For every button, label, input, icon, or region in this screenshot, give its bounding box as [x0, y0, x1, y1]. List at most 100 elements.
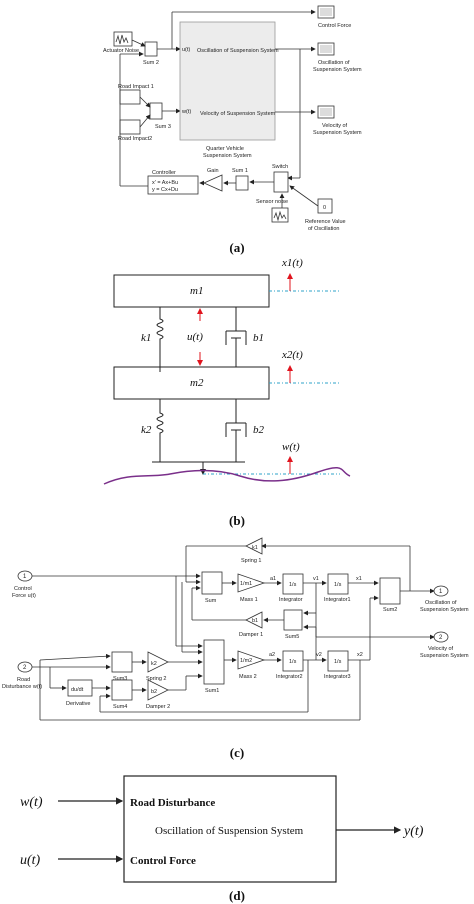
gain-block	[203, 174, 223, 192]
control-force-label: Control Force	[130, 855, 196, 867]
damper1-gain	[245, 611, 263, 629]
spring2-label: Spring 2	[146, 676, 167, 682]
caption-d: (d)	[229, 888, 245, 903]
b1-label: b1	[253, 332, 264, 344]
integrator2-label: Integrator2	[276, 674, 303, 680]
inport-2-label-1: Road	[17, 677, 30, 683]
sum2-label: Sum2	[383, 607, 397, 613]
integrator2-block	[282, 650, 304, 672]
inport-1-label-1: Control	[14, 586, 32, 592]
damper2-b2: b2	[151, 689, 157, 695]
damper-b1	[225, 307, 247, 367]
panel-a-simulink-model	[113, 5, 335, 223]
inport-2-number: 2	[23, 665, 27, 671]
damper-b2	[225, 399, 247, 462]
m1-label: m1	[190, 285, 203, 297]
x1-signal-label: x1	[356, 576, 362, 582]
sum2-block	[379, 577, 401, 605]
mass1-label: Mass 1	[240, 597, 258, 603]
mass2-gain	[237, 650, 266, 670]
w-label: w(t)	[282, 441, 300, 453]
quarter-vehicle-subsystem	[179, 21, 276, 141]
sum2-block	[144, 41, 158, 57]
integrator1-symbol: 1/s	[334, 582, 342, 588]
panel-d-io-block	[58, 775, 402, 883]
damper1-label: Damper 1	[239, 632, 263, 638]
sum-label: Sum	[205, 598, 217, 604]
velocity-scope-label-2: Suspension System	[313, 130, 362, 136]
sum3-label: Sum 3	[155, 124, 171, 130]
outport-1-oscillation	[433, 585, 449, 597]
road-profile	[103, 467, 351, 485]
a2-label: a2	[269, 652, 275, 658]
reference-label-2: of Oscillation	[308, 226, 340, 232]
gain-label: Gain	[207, 168, 219, 174]
road-impact2-label: Road Impact2	[118, 136, 152, 142]
system-block	[123, 775, 337, 883]
damper2-gain	[147, 679, 169, 701]
sum3-block	[111, 651, 133, 673]
spring-k2	[156, 399, 164, 462]
u-input-label: u(t)	[20, 853, 41, 868]
controller-eq2: y = Cx+Du	[152, 187, 178, 193]
mass1-text: 1/m1	[240, 581, 252, 587]
spring2-gain	[147, 651, 169, 673]
spring2-k2: k2	[151, 661, 157, 667]
subsystem-caption-1: Quarter Vehicle	[206, 146, 244, 152]
sum1-label: Sum1	[205, 688, 219, 694]
integrator-symbol: 1/s	[289, 582, 297, 588]
spring1-k1: k1	[252, 545, 258, 551]
integrator1-label: Integrator1	[324, 597, 351, 603]
sum3-label: Sum3	[113, 676, 127, 682]
control-force-scope-label: Control Force	[318, 23, 351, 29]
k1-label: k1	[141, 332, 151, 344]
derivative-symbol: du/dt	[71, 687, 84, 693]
outport-2-label-2: Suspension System	[420, 653, 469, 659]
sensor-noise-block	[271, 207, 289, 223]
integrator-label: Integrator	[279, 597, 303, 603]
mass2-text: 1/m2	[240, 658, 252, 664]
v2-label: v2	[316, 652, 322, 658]
damper1-b1: b1	[252, 618, 258, 624]
outport-1-label-1: Oscillation of	[425, 600, 457, 606]
panel-b-mechanical-model	[103, 273, 351, 485]
sum4-label: Sum4	[113, 704, 127, 710]
outport-1-label-2: Suspension System	[420, 607, 469, 613]
panel-a-labels: Actuator Noise Sum 2 Road Impact 1 Road …	[103, 23, 362, 232]
outport-1-number: 1	[439, 589, 443, 595]
road-impact1-label: Road Impact 1	[118, 84, 154, 90]
x2-signal-label: x2	[357, 652, 363, 658]
inport-1-label-2: Force u(t)	[12, 593, 36, 599]
x2-label: x2(t)	[281, 349, 303, 361]
integrator3-label: Integrator3	[324, 674, 351, 680]
subsystem-out1-label: Oscillation of Suspension System	[197, 48, 279, 54]
panel-b-labels: m1 m2 k1 k2 b1 b2 u(t) x1(t) x2(t) w(t)	[141, 257, 303, 453]
integrator3-symbol: 1/s	[334, 659, 342, 665]
mass2-label: Mass 2	[239, 674, 257, 680]
road-disturbance-label: Road Disturbance	[130, 797, 215, 809]
road-impact1-block	[119, 89, 141, 105]
inport-2-label-2: Disturbance w(t)	[2, 684, 42, 690]
oscillation-label: Oscillation of Suspension System	[155, 825, 304, 837]
v1-label: v1	[313, 576, 319, 582]
sum4-block	[111, 679, 133, 701]
integrator-block	[282, 573, 304, 595]
sum2-label: Sum 2	[143, 60, 159, 66]
w-input-label: w(t)	[20, 795, 43, 810]
actuator-noise-label: Actuator Noise	[103, 48, 139, 54]
oscillation-scope-label-2: Suspension System	[313, 67, 362, 73]
road-impact2-block	[119, 119, 141, 135]
sum3-block	[149, 102, 163, 120]
reference-value-text: 0	[323, 205, 326, 211]
mass1-gain	[237, 573, 266, 593]
caption-a: (a)	[229, 240, 244, 255]
k2-label: k2	[141, 424, 152, 436]
u-label: u(t)	[187, 331, 203, 343]
sum1-block	[235, 175, 249, 191]
y-output-label: y(t)	[402, 824, 424, 839]
velocity-scope-label-1: Velocity of	[322, 123, 348, 129]
spring1-label: Spring 1	[241, 558, 262, 564]
damper2-label: Damper 2	[146, 704, 170, 710]
a1-label: a1	[270, 576, 276, 582]
